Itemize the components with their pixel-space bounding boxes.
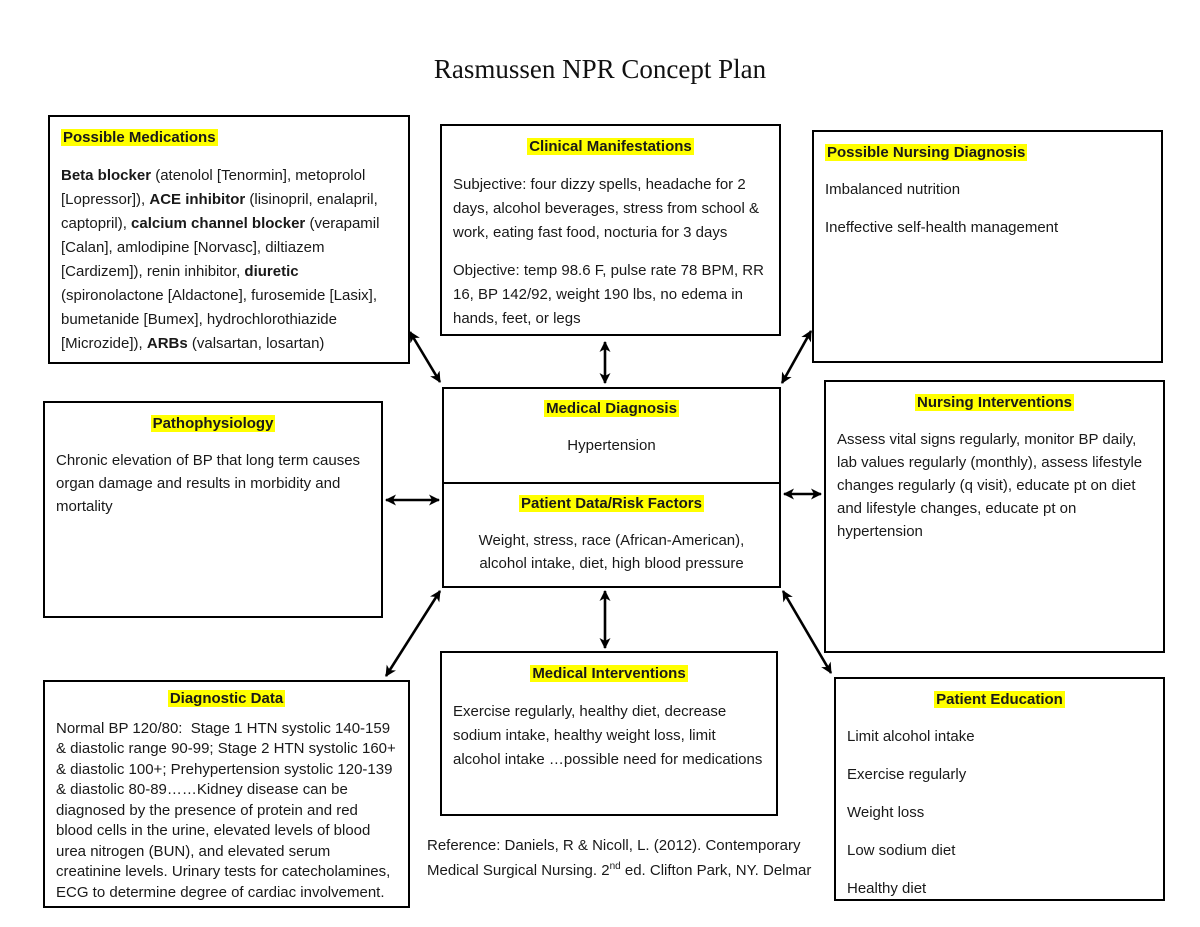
diagnostic-data-body: Normal BP 120/80: Stage 1 HTN systolic 1… xyxy=(56,719,400,901)
pathophysiology-title: Pathophysiology xyxy=(150,415,276,432)
medical-diagnosis-title: Medical Diagnosis xyxy=(544,400,679,417)
patient-data-body: Weight, stress, race (African-American),… xyxy=(478,532,745,572)
patient-education-title: Patient Education xyxy=(934,691,1065,708)
pathophysiology-box: Pathophysiology Chronic elevation of BP … xyxy=(43,401,383,618)
possible-medications-body: Beta blocker (atenolol [Tenormin], metop… xyxy=(61,167,380,352)
possible-nursing-diagnosis-title: Possible Nursing Diagnosis xyxy=(825,144,1028,161)
nursing-diagnosis-item: Ineffective self-health management xyxy=(825,219,1059,236)
arrow-patient-education-center xyxy=(781,590,833,674)
arrow-diagnostic-center xyxy=(384,590,442,677)
arrow-nursing-diagnosis-center xyxy=(780,330,813,384)
possible-nursing-diagnosis-box: Possible Nursing Diagnosis Imbalanced nu… xyxy=(812,130,1163,363)
possible-medications-box: Possible Medications Beta blocker (ateno… xyxy=(48,115,410,364)
patient-education-item: Low sodium diet xyxy=(847,842,956,859)
possible-medications-title: Possible Medications xyxy=(61,129,218,146)
clinical-subjective-text: Subjective: four dizzy spells, headache … xyxy=(453,176,759,241)
patient-education-item: Limit alcohol intake xyxy=(847,728,975,745)
arrow-medications-center xyxy=(408,331,442,383)
clinical-manifestations-title: Clinical Manifestations xyxy=(527,138,694,155)
pathophysiology-body: Chronic elevation of BP that long term c… xyxy=(56,452,361,515)
nursing-interventions-box: Nursing Interventions Assess vital signs… xyxy=(824,380,1165,653)
page-title: Rasmussen NPR Concept Plan xyxy=(433,54,767,84)
patient-education-item: Healthy diet xyxy=(847,880,927,897)
medical-diagnosis-section: Medical Diagnosis Hypertension xyxy=(444,389,779,484)
nursing-interventions-body: Assess vital signs regularly, monitor BP… xyxy=(837,431,1143,540)
medical-interventions-title: Medical Interventions xyxy=(530,665,688,682)
clinical-manifestations-box: Clinical Manifestations Subjective: four… xyxy=(440,124,781,336)
diagnostic-data-box: Diagnostic Data Normal BP 120/80: Stage … xyxy=(43,680,410,908)
patient-data-section: Patient Data/Risk Factors Weight, stress… xyxy=(444,484,779,585)
clinical-objective-text: Objective: temp 98.6 F, pulse rate 78 BP… xyxy=(453,262,764,327)
patient-data-title: Patient Data/Risk Factors xyxy=(519,495,704,512)
patient-education-box: Patient Education Limit alcohol intake E… xyxy=(834,677,1165,901)
reference-citation: Reference: Daniels, R & Nicoll, L. (2012… xyxy=(427,837,812,879)
patient-education-item: Weight loss xyxy=(847,804,925,821)
medical-interventions-box: Medical Interventions Exercise regularly… xyxy=(440,651,778,816)
central-diagnosis-box: Medical Diagnosis Hypertension Patient D… xyxy=(442,387,781,588)
patient-education-item: Exercise regularly xyxy=(847,766,967,783)
medical-interventions-body: Exercise regularly, healthy diet, decrea… xyxy=(453,703,763,768)
medical-diagnosis-value: Hypertension xyxy=(567,437,656,454)
nursing-diagnosis-item: Imbalanced nutrition xyxy=(825,181,961,198)
nursing-interventions-title: Nursing Interventions xyxy=(914,394,1075,411)
diagnostic-data-title: Diagnostic Data xyxy=(167,690,286,707)
